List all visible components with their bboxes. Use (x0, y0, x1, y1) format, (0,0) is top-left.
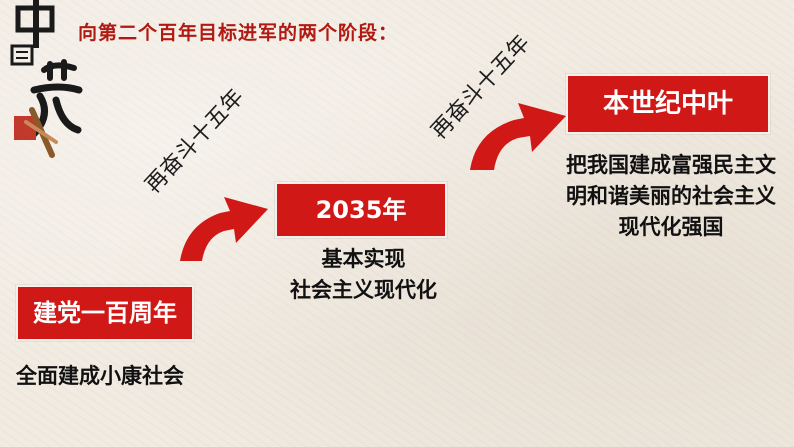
stage-1-description: 全面建成小康社会 (16, 360, 184, 390)
stage-3-description: 把我国建成富强民主文 明和谐美丽的社会主义 现代化强国 (566, 150, 776, 243)
stage-3-banner: 本世纪中叶 (566, 74, 770, 134)
curved-arrow-icon (470, 103, 566, 170)
page-title: 向第二个百年目标进军的两个阶段： (78, 22, 399, 44)
stage-3-line-2: 明和谐美丽的社会主义 (566, 184, 776, 208)
stage-2-description: 基本实现 社会主义现代化 (290, 244, 437, 306)
stage-1-line-1: 全面建成小康社会 (16, 364, 184, 388)
stage-2-banner: 2035年 (275, 182, 447, 238)
stage-1-banner: 建党一百周年 (16, 285, 194, 341)
stage-3-line-3: 现代化强国 (618, 215, 724, 239)
china-dream-logo-icon (10, 0, 83, 158)
stage-3-line-1: 把我国建成富强民主文 (566, 153, 776, 177)
stage-2-line-2: 社会主义现代化 (290, 278, 437, 302)
stage-2-line-1: 基本实现 (321, 247, 406, 271)
curved-arrow-icon (180, 197, 268, 261)
